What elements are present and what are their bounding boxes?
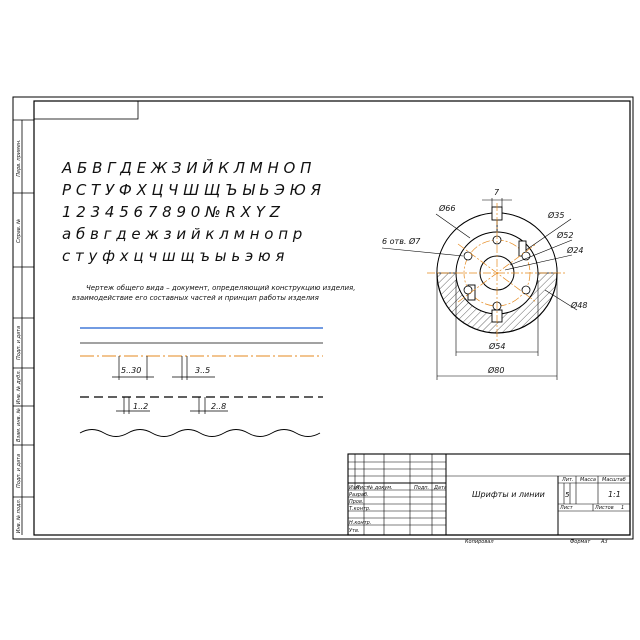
part-dim-helpers — [381, 198, 578, 380]
strip-sprav: Справ. № — [16, 219, 22, 243]
left-strip — [13, 119, 34, 535]
corner-box — [33, 100, 139, 120]
font-sample-line3: 1 2 3 4 5 6 7 8 9 0 № R X Y Z — [62, 203, 281, 221]
strip-podp2: Подп. и дата — [16, 454, 22, 488]
font-sample-line5: с т у ф х ц ч ш щ ъ ы ь э ю я — [62, 247, 284, 265]
strip-perv: Перв. примен. — [16, 139, 22, 177]
tb-listov-value: 1 — [621, 505, 624, 511]
tb-utv: Утв. — [349, 528, 360, 534]
dim-gap-a: 1..2 — [133, 402, 148, 411]
tb-masshtab: Масштаб — [602, 477, 626, 483]
definition-line2: взаимодействие его составных частей и пр… — [72, 294, 319, 302]
font-sample-line1: А Б В Г Д Е Ж З И Й К Л М Н О П — [61, 158, 311, 177]
tb-list: Лист — [559, 505, 574, 511]
strip-podp1: Подп. и дата — [16, 326, 22, 360]
tb-title: Шрифты и линии — [472, 490, 545, 499]
dim-dash-b: 3..5 — [195, 366, 210, 375]
dim-d54: Ø54 — [488, 341, 505, 351]
flange-part — [427, 203, 567, 343]
tb-hdr-data: Дата — [433, 485, 447, 491]
line-wavy — [79, 429, 321, 437]
tb-hdr-list: Лист — [355, 485, 370, 491]
tb-format-value: А3 — [600, 539, 608, 545]
tb-hdr-doc: № докум. — [367, 485, 393, 491]
tb-tkontr: Т.контр. — [349, 506, 371, 512]
strip-vzam: Взам. инв. № — [16, 408, 22, 442]
tb-nkontr: Н.контр. — [349, 520, 371, 526]
strip-inv-podl: Инв. № подл. — [16, 499, 22, 534]
dim-gap-b: 2..8 — [211, 402, 226, 411]
line-dim-helpers — [112, 356, 228, 414]
dim-d52: Ø52 — [556, 230, 573, 240]
dim-d48: Ø48 — [570, 300, 587, 310]
tb-kopiroval: Копировал — [465, 539, 494, 545]
dim-slot: 7 — [494, 188, 500, 197]
tb-format: Формат — [570, 539, 591, 545]
dim-d24: Ø24 — [566, 245, 583, 255]
tb-lit: Лит. — [561, 477, 574, 483]
definition-line1: Чертеж общего вида – документ, определяю… — [86, 284, 355, 292]
strip-inv-dubl: Инв. № дубл. — [16, 370, 22, 404]
font-sample-line2: Р С Т У Ф Х Ц Ч Ш Щ Ъ Ы Ь Э Ю Я — [62, 181, 322, 199]
tb-lit-value: 5 — [565, 491, 570, 499]
tb-razrab: Разраб. — [349, 492, 369, 498]
dim-holes: 6 отв. Ø7 — [382, 236, 421, 246]
tb-scale-value: 1:1 — [608, 490, 621, 499]
tb-listov: Листов — [594, 505, 614, 511]
font-sample-line4: а б в г д е ж з и й к л м н о п р — [62, 225, 302, 243]
line-types — [79, 327, 323, 437]
dim-d66: Ø66 — [438, 203, 455, 213]
tb-prov: Пров. — [349, 499, 364, 505]
dim-d80: Ø80 — [487, 365, 504, 375]
tb-hdr-izm: Изм — [349, 485, 359, 491]
dim-dash-a: 5..30 — [121, 366, 141, 375]
tb-massa: Масса — [580, 477, 596, 483]
title-block-lines — [347, 453, 631, 536]
dim-d35: Ø35 — [547, 210, 564, 220]
tb-hdr-podp: Подп. — [414, 485, 429, 491]
